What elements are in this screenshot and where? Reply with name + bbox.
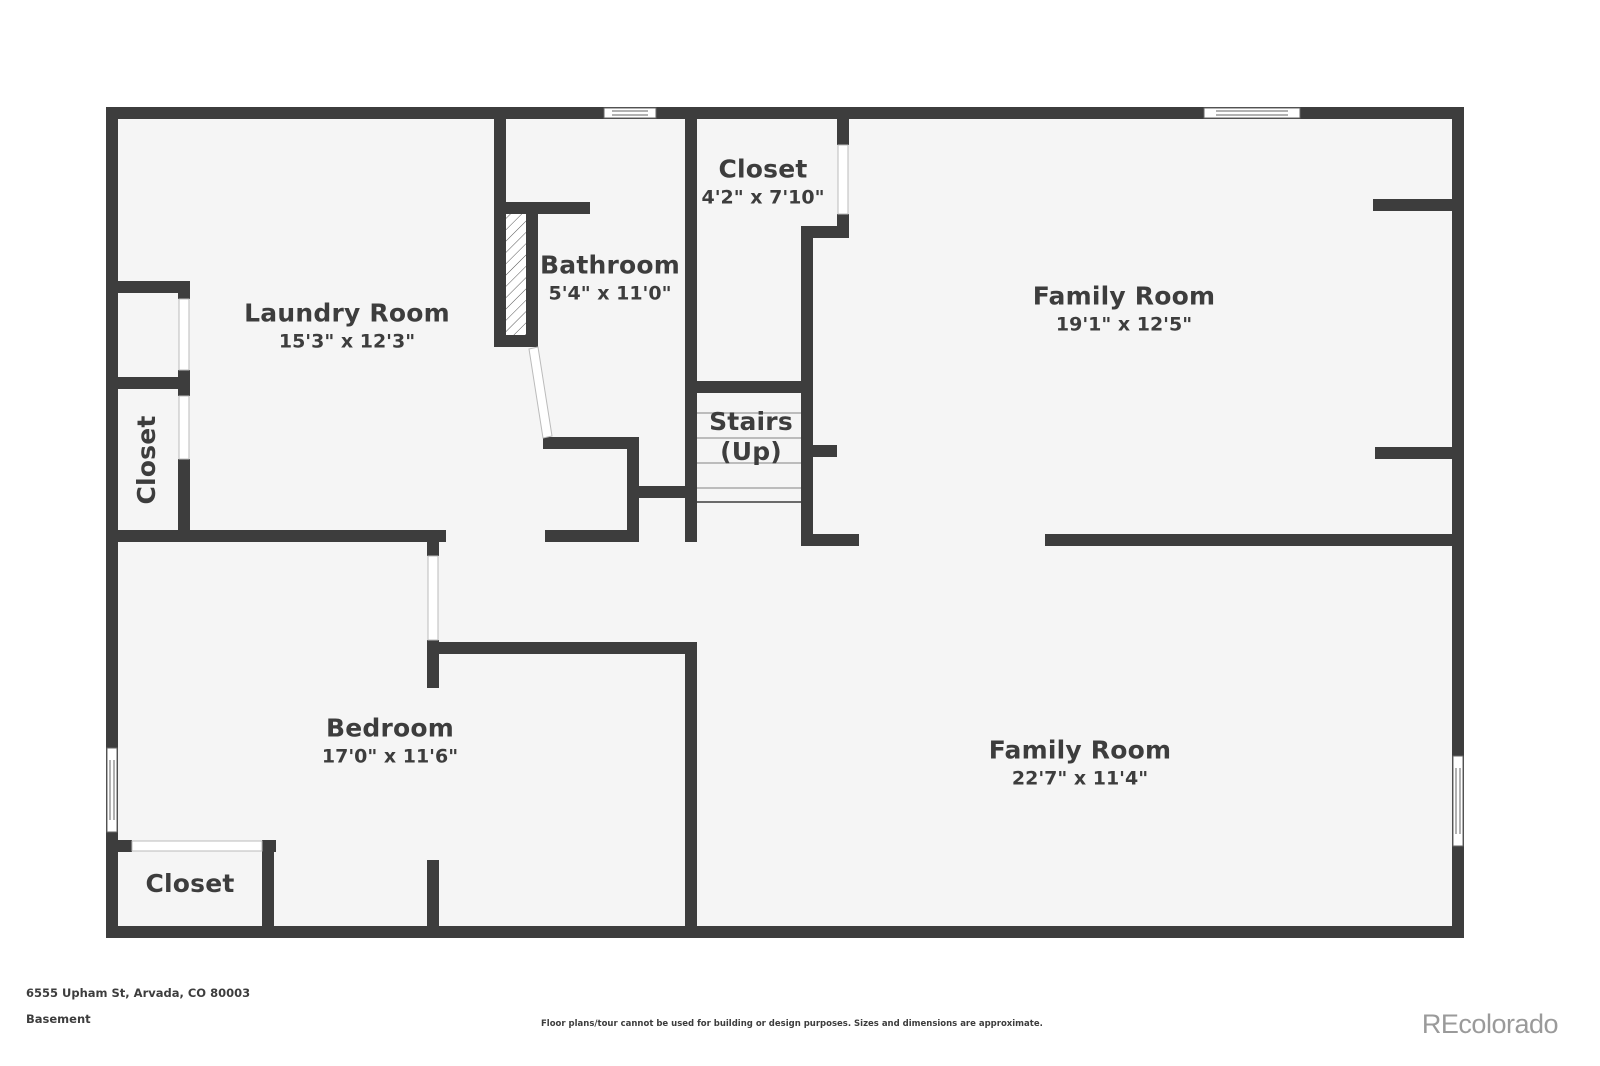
wall [106, 377, 190, 389]
window [1452, 755, 1464, 847]
room-label-family-room-lower: Family Room 22'7" x 11'4" [989, 736, 1172, 791]
room-name: Stairs [709, 407, 793, 436]
room-note: (Up) [720, 437, 782, 466]
exterior-wall-right [1452, 107, 1464, 938]
door-opening [837, 144, 849, 215]
wall [106, 281, 190, 293]
wall [494, 113, 506, 347]
wall [262, 840, 274, 938]
room-dimensions: 17'0" x 11'6" [321, 745, 459, 768]
exterior-wall-top [106, 107, 1464, 119]
wall [106, 530, 446, 542]
wall [685, 381, 811, 393]
door-opening-angled [528, 346, 553, 439]
wall [545, 530, 639, 542]
wall [106, 840, 132, 852]
brand-logo: REcolorado [1421, 1009, 1559, 1039]
room-dimensions: 22'7" x 11'4" [1011, 767, 1149, 790]
stair-treads [697, 412, 801, 489]
room-label-laundry-room: Laundry Room 15'3" x 12'3" [244, 299, 450, 354]
wall [494, 335, 538, 347]
wall [837, 113, 849, 145]
wall [543, 437, 639, 449]
floor-level: Basement [26, 1012, 91, 1026]
room-label-closet-bedroom: Closet [145, 869, 234, 899]
window [106, 747, 118, 833]
wall [837, 214, 849, 238]
disclaimer: Floor plans/tour cannot be used for buil… [541, 1019, 1043, 1029]
room-label-closet-left: Closet [132, 415, 162, 504]
window [603, 107, 657, 119]
window [1203, 107, 1301, 119]
wall [1045, 534, 1464, 546]
wall [1373, 199, 1464, 211]
wall [685, 113, 697, 542]
wall [427, 860, 439, 938]
wall [526, 202, 538, 347]
room-label-bedroom: Bedroom 17'0" x 11'6" [322, 714, 458, 769]
wall [801, 226, 813, 546]
room-dimensions: 15'3" x 12'3" [278, 330, 416, 353]
floor-area [112, 113, 1458, 934]
exterior-wall-left [106, 107, 118, 938]
wall [178, 281, 190, 299]
wall [801, 534, 859, 546]
room-name: Family Room [1032, 281, 1216, 311]
door-opening [131, 840, 263, 852]
exterior-wall-bottom [106, 926, 1464, 938]
door-opening [427, 555, 439, 641]
wall [178, 459, 190, 542]
wall [1375, 447, 1464, 459]
room-name: Bedroom [325, 713, 455, 743]
property-address: 6555 Upham St, Arvada, CO 80003 [26, 986, 251, 1000]
door-opening [178, 298, 190, 371]
wall [178, 370, 190, 396]
room-dimensions: 19'1" x 12'5" [1055, 313, 1193, 336]
wall [494, 202, 590, 214]
room-label-closet-upper: Closet 4'2" x 7'10" [701, 155, 824, 210]
room-label-stairs: Stairs (Up) [709, 407, 793, 467]
room-dimensions: 5'4" x 11'0" [548, 282, 672, 305]
room-name: Closet [132, 415, 161, 505]
walls [106, 107, 1464, 938]
room-name: Bathroom [539, 250, 681, 280]
wall [427, 536, 439, 556]
wall [427, 642, 697, 654]
room-label-family-room-upper: Family Room 19'1" x 12'5" [1033, 282, 1216, 337]
windows [106, 107, 1464, 847]
wall [685, 642, 697, 938]
door-opening [178, 395, 190, 460]
room-dimensions: 4'2" x 7'10" [701, 186, 825, 209]
room-name: Family Room [988, 735, 1172, 765]
wall [627, 486, 691, 498]
room-label-bathroom: Bathroom 5'4" x 11'0" [540, 251, 680, 306]
room-name: Closet [718, 154, 808, 184]
room-name: Closet [145, 869, 235, 898]
hatched-chase [506, 214, 526, 335]
openings [131, 144, 849, 852]
room-name: Laundry Room [244, 298, 450, 328]
wall [801, 445, 837, 457]
